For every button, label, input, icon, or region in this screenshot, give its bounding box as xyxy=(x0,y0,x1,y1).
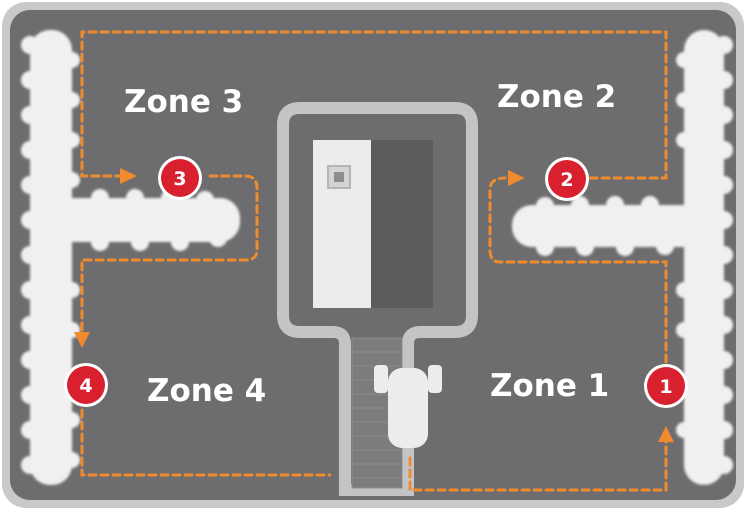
zone-label-3: Zone 3 xyxy=(124,84,243,120)
arrow-to-marker-3 xyxy=(120,168,137,184)
hedge-right xyxy=(684,30,724,485)
hedge-right-bumps xyxy=(676,36,733,474)
arrow-to-marker-2 xyxy=(508,170,525,186)
marker-4-label: 4 xyxy=(79,375,92,397)
marker-1: 1 xyxy=(644,364,688,408)
marker-1-label: 1 xyxy=(659,376,672,398)
marker-2: 2 xyxy=(545,157,589,201)
robot-mower-icon xyxy=(374,365,442,448)
path-zone3-loop xyxy=(80,174,259,342)
path-arrow-icon xyxy=(74,168,674,442)
zone-label-2: Zone 2 xyxy=(497,79,616,115)
hedge-right-branch-bumps xyxy=(536,196,674,256)
hedge-left xyxy=(30,30,72,485)
zone-label-1: Zone 1 xyxy=(490,368,609,404)
marker-3-label: 3 xyxy=(173,168,186,190)
marker-2-label: 2 xyxy=(560,169,573,191)
hedge-left-bumps xyxy=(21,36,80,474)
arrow-to-marker-1 xyxy=(658,426,674,442)
marker-4: 4 xyxy=(64,363,108,407)
hedge-left-branch xyxy=(40,198,240,242)
path-zone2-loop xyxy=(80,30,668,180)
path-zone4-loop xyxy=(80,408,332,477)
zone-label-4: Zone 4 xyxy=(147,373,266,409)
driveway-outline xyxy=(277,102,478,496)
arrow-to-marker-4 xyxy=(74,332,90,348)
path-outer-loop xyxy=(408,428,668,492)
path-right-up xyxy=(488,176,668,364)
house-icon xyxy=(313,140,433,308)
mowing-path xyxy=(80,30,668,492)
marker-3: 3 xyxy=(158,156,202,200)
hedges xyxy=(21,30,733,485)
hedge-right-branch xyxy=(512,205,717,247)
